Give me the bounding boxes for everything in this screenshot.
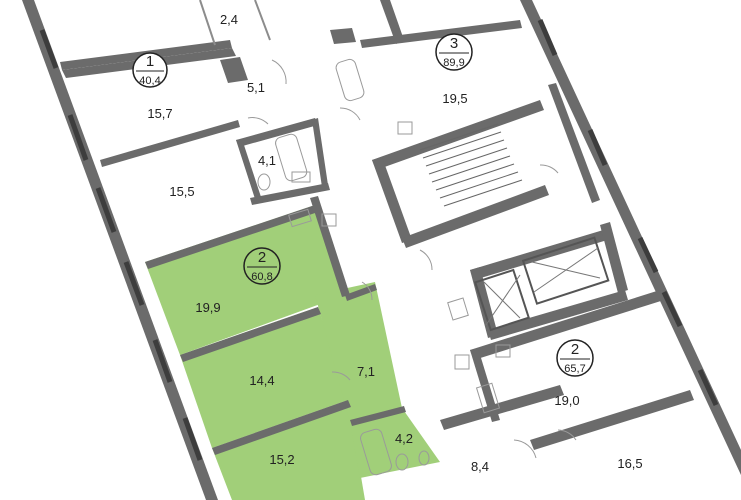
room-area: 19,9 bbox=[195, 300, 220, 315]
badge-area: 40,4 bbox=[139, 75, 160, 87]
room-area: 8,4 bbox=[471, 459, 489, 474]
right-windows bbox=[537, 19, 719, 407]
room-area: 19,0 bbox=[554, 393, 579, 408]
badge-apartment-2-highlighted[interactable]: 2 60,8 bbox=[243, 247, 281, 285]
highlight-room-living bbox=[145, 205, 345, 355]
room-area: 5,1 bbox=[247, 80, 265, 95]
room-area: 15,7 bbox=[147, 106, 172, 121]
room-area: 4,1 bbox=[258, 153, 276, 168]
badge-apartment-2[interactable]: 2 65,7 bbox=[556, 339, 594, 377]
badge-apartment-3[interactable]: 3 89,9 bbox=[435, 33, 473, 71]
fixtures bbox=[257, 58, 511, 476]
doors bbox=[247, 59, 577, 459]
badge-number: 1 bbox=[146, 53, 154, 70]
room-area: 15,5 bbox=[169, 184, 194, 199]
building-core bbox=[330, 28, 628, 340]
room-area: 16,5 bbox=[617, 456, 642, 471]
badge-number: 3 bbox=[450, 35, 458, 52]
badge-number: 2 bbox=[258, 249, 266, 266]
elevator-small bbox=[473, 268, 531, 332]
highlight-room-bath bbox=[350, 408, 440, 478]
badge-number: 2 bbox=[571, 341, 579, 358]
room-area: 19,5 bbox=[442, 91, 467, 106]
badge-area: 60,8 bbox=[251, 271, 272, 283]
highlight-room-bedroom2 bbox=[212, 400, 365, 500]
stairs bbox=[419, 123, 523, 207]
room-area: 14,4 bbox=[249, 373, 274, 388]
room-area: 2,4 bbox=[220, 12, 238, 27]
badge-area: 89,9 bbox=[443, 57, 464, 69]
badge-area: 65,7 bbox=[564, 363, 585, 375]
apartment-highlight[interactable] bbox=[145, 205, 440, 500]
left-windows bbox=[39, 29, 203, 461]
elevator-large bbox=[521, 236, 610, 305]
room-area: 7,1 bbox=[357, 364, 375, 379]
room-area: 15,2 bbox=[269, 452, 294, 467]
room-area: 4,2 bbox=[395, 431, 413, 446]
badge-apartment-1[interactable]: 1 40,4 bbox=[132, 52, 168, 88]
room-areas: 2,4 5,1 15,7 4,1 15,5 19,5 19,9 14,4 7,1… bbox=[147, 12, 642, 474]
highlight-room-hall bbox=[315, 282, 402, 422]
